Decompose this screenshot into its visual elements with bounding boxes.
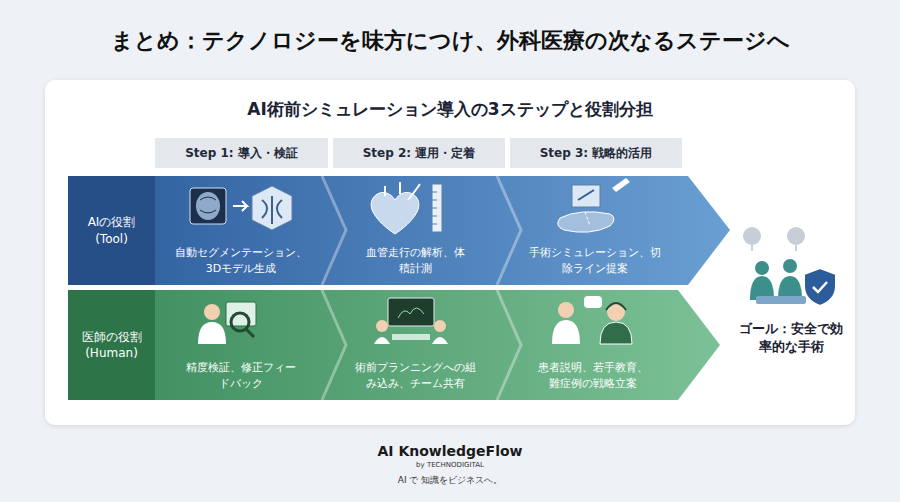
heart-vessel-icon <box>371 182 442 234</box>
role-task: 患者説明、若手教育、難症例の戦略立案 <box>533 360 653 391</box>
human-band-arrow <box>68 290 720 400</box>
doctor-magnifier-icon <box>198 302 256 344</box>
card-heading: AI術前シミュレーション導入の3ステップと役割分担 <box>45 80 855 121</box>
step-title: Step 3: 戦略的活用 <box>540 145 653 162</box>
ai-band-arrow <box>68 176 730 285</box>
liver-scalpel-icon <box>558 178 630 232</box>
role-task: 精度検証、修正フィードバック <box>181 360 301 391</box>
page-title: まとめ：テクノロジーを味方につけ、外科医療の次なるステージへ <box>0 26 900 56</box>
role-step-segment: 自動セグメンテーション、3Dモデル生成 <box>158 176 324 285</box>
step-title: Step 2: 運用・定着 <box>363 145 476 162</box>
step-header: Step 2: 運用・定着 <box>333 138 505 168</box>
summary-card: AI術前シミュレーション導入の3ステップと役割分担 Step 1: 導入・検証 St… <box>45 80 855 425</box>
team-meeting-icon <box>374 298 448 344</box>
step-title: Step 1: 導入・検証 <box>185 145 298 162</box>
step-header: Step 3: 戦略的活用 <box>510 138 682 168</box>
step-header: Step 1: 導入・検証 <box>155 138 328 168</box>
role-step-segment: 患者説明、若手教育、難症例の戦略立案 <box>505 290 680 400</box>
role-step-segment: 術前プランニングへの組み込み、チーム共有 <box>330 290 500 400</box>
role-task: 血管走行の解析、体積計測 <box>363 245 467 276</box>
surgery-team-icon <box>743 227 836 306</box>
role-title: AIの役割 (Tool) <box>77 214 147 246</box>
role-label-box: AIの役割 (Tool) <box>68 176 155 285</box>
brand-tagline: AI で 知識をビジネスへ。 <box>300 474 600 486</box>
chevron-separators <box>322 176 521 400</box>
role-title: 医師の役割 (Human) <box>77 329 147 361</box>
brand-name: AI KnowledgeFlow <box>300 442 600 461</box>
scan-to-model-icon <box>190 186 292 230</box>
role-step-segment: 精度検証、修正フィードバック <box>158 290 324 400</box>
goal-text: ゴール：安全で効率的な手術 <box>735 320 847 355</box>
role-task: 自動セグメンテーション、3Dモデル生成 <box>168 245 314 276</box>
card-ground <box>45 80 855 425</box>
role-step-segment: 手術シミュレーション、切除ライン提案 <box>505 176 685 285</box>
role-task: 術前プランニングへの組み込み、チーム共有 <box>352 360 478 391</box>
role-label-box: 医師の役割 (Human) <box>68 290 155 400</box>
brand-by: by TECHNODIGITAL <box>300 461 600 470</box>
role-step-segment: 血管走行の解析、体積計測 <box>330 176 500 285</box>
role-task: 手術シミュレーション、切除ライン提案 <box>528 245 662 276</box>
patient-explanation-icon <box>552 296 632 344</box>
